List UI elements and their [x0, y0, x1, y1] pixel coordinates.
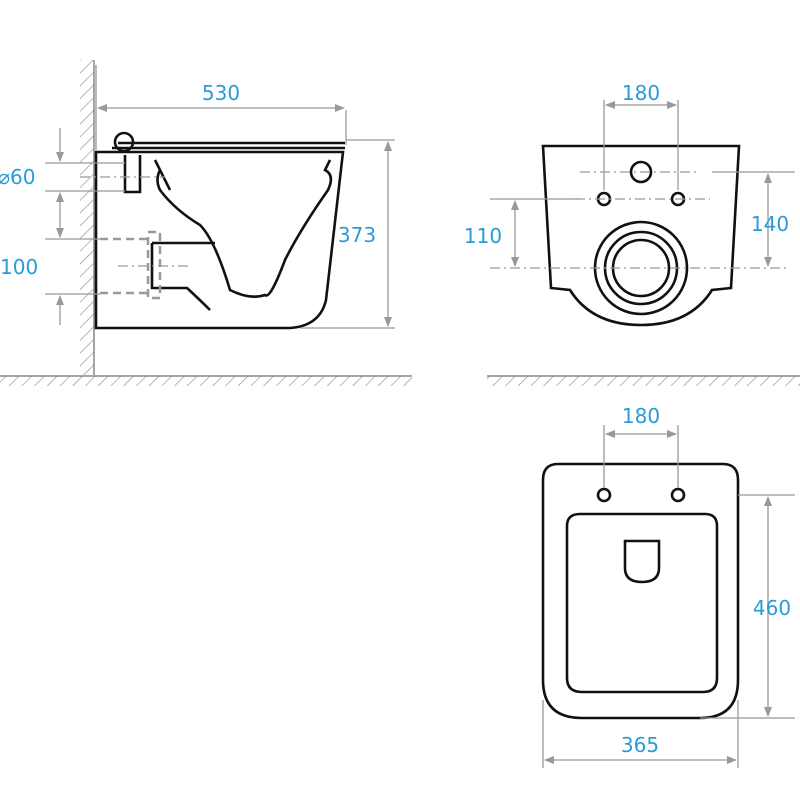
top-width-label: 365	[621, 733, 659, 757]
top-view: 180 460 365	[541, 404, 795, 768]
front-bolt-spacing-label: 180	[622, 81, 660, 105]
wall-hatch	[80, 60, 94, 375]
side-view: 530 373 ⌀60 ⌀100	[0, 60, 412, 386]
flush-outlet	[623, 539, 661, 584]
bolt-hole	[670, 487, 686, 503]
length-label: 460	[753, 596, 791, 620]
outlet-inner	[611, 238, 671, 298]
inlet-diameter-label: ⌀60	[0, 165, 36, 189]
outlet-connector	[100, 230, 162, 300]
inlet-height-label: 140	[751, 212, 789, 236]
trap-inner	[156, 159, 333, 298]
bowl-outline	[94, 150, 345, 330]
bolt-hole	[596, 487, 612, 503]
inlet-hole	[629, 160, 653, 184]
height-label: 373	[338, 223, 376, 247]
outlet-pipe	[150, 241, 215, 311]
front-outline	[541, 144, 741, 327]
floor-hatch-right	[487, 376, 800, 386]
outlet-height-label: 110	[464, 224, 502, 248]
seat-lid	[112, 141, 345, 150]
floor-hatch-left	[0, 376, 412, 386]
front-view: 180 110 140	[464, 81, 800, 386]
bowl-opening	[565, 512, 719, 694]
hinge	[113, 131, 135, 153]
top-outline	[541, 462, 740, 720]
top-bolt-spacing-label: 180	[622, 404, 660, 428]
outlet-diameter-label: ⌀100	[0, 255, 38, 279]
width-label: 530	[202, 81, 240, 105]
inlet-pipe	[123, 155, 172, 194]
